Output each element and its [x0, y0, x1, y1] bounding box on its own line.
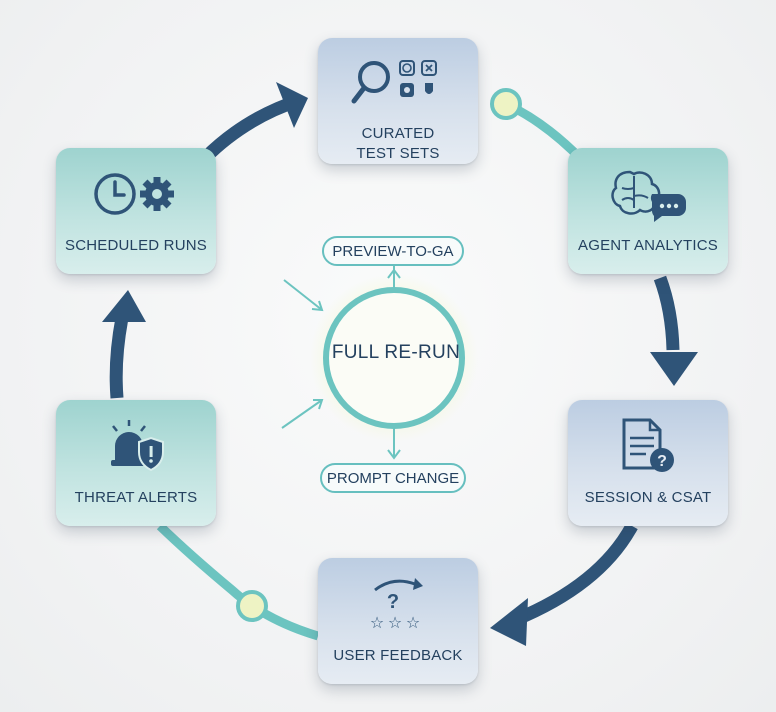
arrowhead-to-curated: [276, 82, 308, 128]
svg-text:?: ?: [387, 591, 399, 613]
user-feedback-label: USER FEEDBACK: [333, 647, 463, 664]
arrowhead-to-scheduled: [102, 290, 146, 322]
svg-text:?: ?: [657, 453, 667, 470]
node-dot-bottom-left: [236, 590, 268, 622]
card-threat-alerts: THREAT ALERTS: [56, 400, 216, 526]
prompt-change-pill: PROMPT CHANGE: [320, 463, 466, 493]
session-csat-label: SESSION & CSAT: [584, 489, 712, 506]
arc-feedback-to-threat: [156, 522, 320, 641]
clock-gear-icon: [91, 162, 181, 226]
arc-scheduled-to-curated: [200, 93, 303, 163]
card-scheduled-runs: SCHEDULED RUNS: [56, 148, 216, 274]
card-curated-test-sets: CURATED TEST SETS: [318, 38, 478, 164]
question-stars-icon: ? ☆ ☆ ☆: [363, 572, 433, 636]
svg-text:☆: ☆: [388, 613, 402, 632]
alarm-shield-icon: [101, 414, 171, 478]
center-ring: [323, 287, 465, 429]
arrowhead-to-session: [650, 352, 698, 386]
preview-to-ga-pill: PREVIEW-TO-GA: [322, 236, 464, 266]
curated-test-sets-label: CURATED TEST SETS: [356, 125, 440, 162]
card-agent-analytics: AGENT ANALYTICS: [568, 148, 728, 274]
input-arrow-lower: [281, 399, 323, 429]
svg-text:☆: ☆: [370, 613, 384, 632]
svg-text:☆: ☆: [406, 613, 420, 632]
arrowhead-to-feedback: [490, 598, 528, 646]
threat-alerts-label: THREAT ALERTS: [74, 489, 198, 506]
document-question-icon: ?: [616, 414, 680, 478]
full-re-run-label: FULL RE-RUN: [331, 342, 461, 363]
card-user-feedback: ? ☆ ☆ ☆ USER FEEDBACK: [318, 558, 478, 684]
arc-session-to-feedback: [512, 522, 638, 627]
arc-analytics-to-session: [653, 275, 680, 351]
input-arrow-upper: [283, 279, 323, 311]
arc-threat-to-scheduled: [109, 316, 129, 399]
card-session-csat: ? SESSION & CSAT: [568, 400, 728, 526]
scheduled-runs-label: SCHEDULED RUNS: [65, 237, 207, 254]
agent-analytics-label: AGENT ANALYTICS: [578, 237, 718, 254]
brain-chat-icon: [608, 162, 688, 226]
magnifier-with-badges-icon: [348, 52, 448, 114]
node-dot-top-right: [490, 88, 522, 120]
